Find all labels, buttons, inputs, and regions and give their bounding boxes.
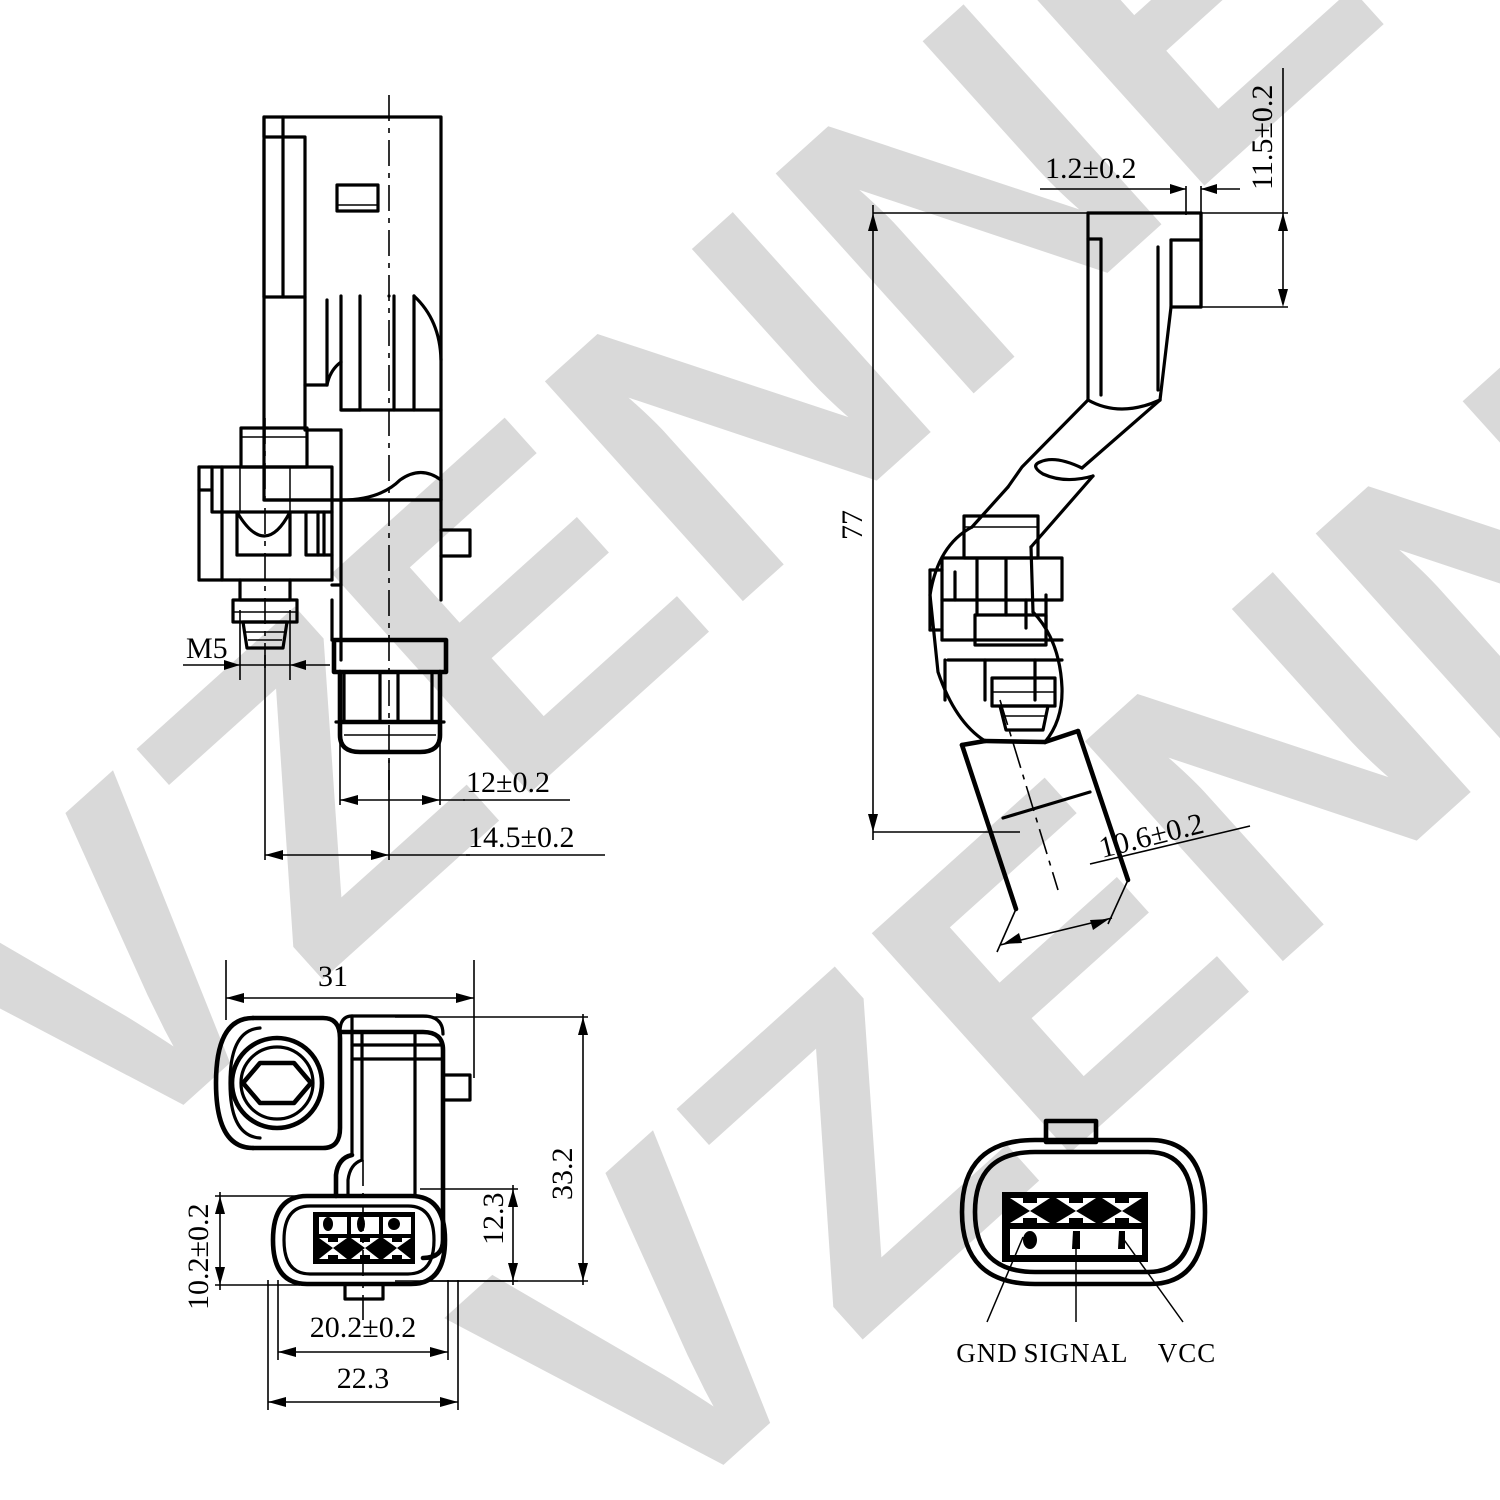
side-elevation-view: 1.2±0.2 11.5±0.2 77 (836, 68, 1288, 953)
dim-20-2-label: 20.2±0.2 (310, 1311, 416, 1344)
dim-31-label: 31 (318, 960, 348, 993)
dim-12: 12±0.2 (339, 690, 570, 805)
dim-22-3-label: 22.3 (337, 1362, 390, 1395)
dim-77-label: 77 (836, 510, 869, 540)
dim-12-3-label: 12.3 (477, 1193, 510, 1246)
front-elevation-view: M5 12±0.2 14.5±0.2 (183, 95, 605, 860)
connector-pinout-view: GND SIGNAL VCC (956, 1118, 1217, 1368)
dim-m5: M5 (183, 610, 330, 680)
top-plan-view: 31 33.2 12.3 (182, 960, 588, 1410)
dim-33-2-label: 33.2 (546, 1148, 579, 1201)
dim-14-5-label: 14.5±0.2 (468, 821, 574, 854)
dim-1-2: 1.2±0.2 (1040, 152, 1240, 215)
dim-12-3: 12.3 (420, 1185, 518, 1285)
dim-20-2: 20.2±0.2 (277, 1280, 449, 1360)
pin-label-vcc: VCC (1158, 1338, 1217, 1368)
dim-10-2: 10.2±0.2 (182, 1192, 300, 1310)
dim-14-5: 14.5±0.2 (264, 655, 605, 860)
pin-label-gnd: GND (956, 1338, 1018, 1368)
dim-77: 77 (836, 205, 1020, 840)
dim-31: 31 (225, 960, 475, 1078)
dim-10-6: 10.6±0.2 (996, 807, 1251, 953)
dim-11-5-label: 11.5±0.2 (1246, 85, 1279, 190)
dim-m5-label: M5 (186, 632, 228, 665)
dim-10-6-label: 10.6±0.2 (1096, 807, 1207, 865)
dim-22-3: 22.3 (267, 1280, 459, 1410)
dim-12-label: 12±0.2 (466, 766, 550, 799)
dim-10-2-label: 10.2±0.2 (182, 1204, 215, 1310)
dim-11-5: 11.5±0.2 (873, 68, 1288, 308)
pin-label-signal: SIGNAL (1024, 1338, 1129, 1368)
dim-1-2-label: 1.2±0.2 (1045, 152, 1136, 185)
